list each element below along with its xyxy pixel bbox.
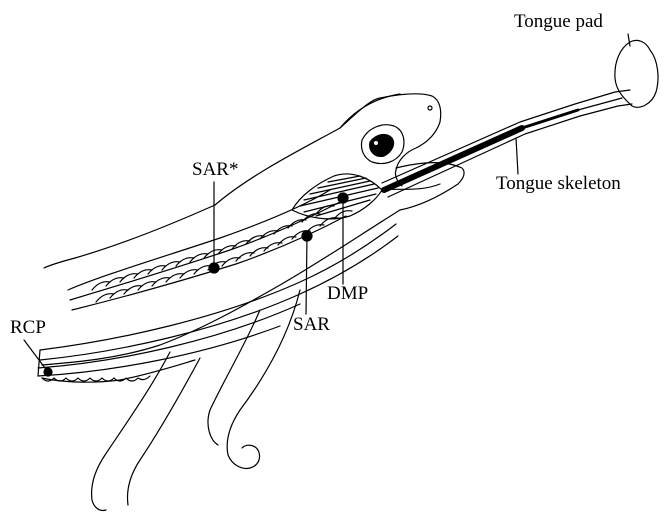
leader-rcp: [24, 340, 48, 372]
tongue-skeleton-inner-line: [578, 98, 622, 110]
casque-outline: [340, 94, 400, 128]
rcp-end-cap: [38, 350, 40, 376]
leader-sar: [306, 236, 307, 314]
eye-highlight: [374, 141, 378, 145]
dot-rcp: [44, 368, 52, 376]
front-leg-inner: [208, 310, 260, 445]
label-rcp: RCP: [10, 318, 46, 337]
dot-dmp: [338, 193, 348, 203]
leader-tongue-skeleton: [516, 138, 518, 174]
dot-sar-star: [209, 263, 219, 273]
sar-star-chevrons: [92, 206, 334, 290]
sar-star-sheath-middle: [70, 202, 340, 300]
label-sar: SAR: [293, 315, 330, 334]
hind-leg-inner: [128, 358, 201, 505]
eye: [370, 135, 394, 157]
rcp-band-4: [38, 326, 280, 376]
tongue-pad: [615, 40, 658, 107]
label-sar-star: SAR*: [192, 160, 238, 179]
nostril: [428, 106, 432, 110]
front-leg: [227, 290, 300, 468]
label-tongue-pad: Tongue pad: [514, 12, 603, 31]
label-dmp: DMP: [327, 284, 368, 303]
body-top-outline: [44, 205, 215, 268]
label-tongue-skeleton: Tongue skeleton: [496, 174, 621, 193]
sar-sheath-lower: [72, 216, 346, 310]
leader-tongue-pad: [628, 34, 630, 46]
dot-sar: [302, 231, 312, 241]
